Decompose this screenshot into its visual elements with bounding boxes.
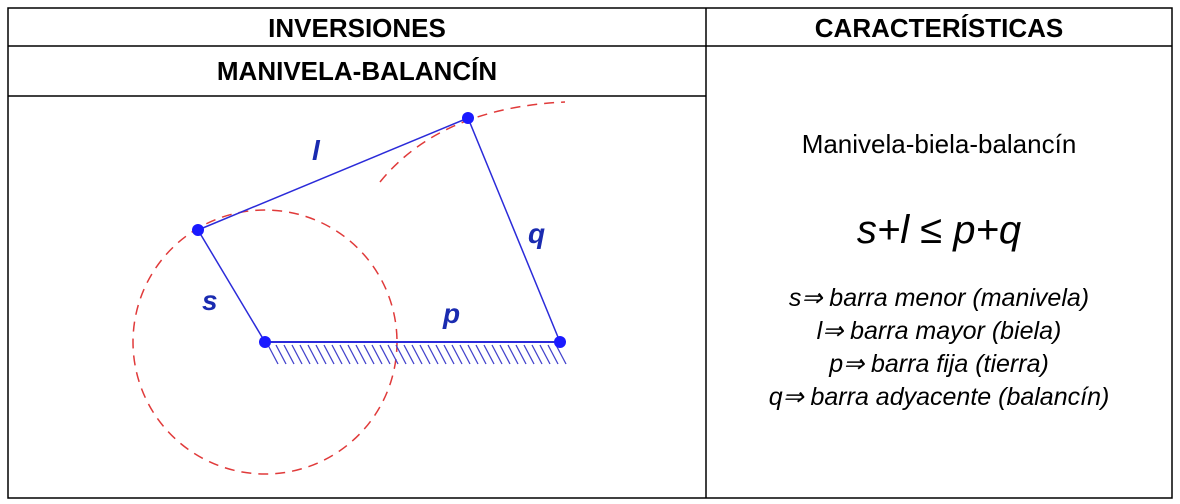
ground-hatching — [267, 344, 567, 365]
hatch-stroke — [283, 344, 295, 365]
grashof-formula: s+l ≤ p+q — [856, 208, 1022, 252]
hatch-stroke — [307, 344, 319, 365]
hatch-stroke — [435, 344, 447, 365]
hatch-stroke — [363, 344, 375, 365]
hatch-stroke — [315, 344, 327, 365]
joint-ground-left — [259, 336, 271, 348]
bar-definitions: s⇒ barra menor (manivela) l⇒ barra mayor… — [706, 282, 1172, 414]
four-bar-linkage-diagram: l q s p — [132, 101, 567, 475]
rocker-path-arc — [379, 101, 566, 183]
hatch-stroke — [347, 344, 359, 365]
hatch-stroke — [419, 344, 431, 365]
hatch-stroke — [443, 344, 455, 365]
hatch-stroke — [275, 344, 287, 365]
link-s-crank — [197, 229, 266, 343]
hatch-stroke — [547, 344, 559, 365]
definition-s: s⇒ barra menor (manivela) — [788, 284, 1090, 312]
mechanism-type: Manivela-biela-balancín — [801, 129, 1077, 159]
hatch-stroke — [531, 344, 543, 365]
hatch-stroke — [555, 344, 567, 365]
joint-ground-right — [554, 336, 566, 348]
hatch-stroke — [539, 344, 551, 365]
hatch-stroke — [459, 344, 471, 365]
hatch-stroke — [499, 344, 511, 365]
hatch-stroke — [451, 344, 463, 365]
hatch-stroke — [299, 344, 311, 365]
link-l-coupler — [197, 117, 469, 231]
hatch-stroke — [483, 344, 495, 365]
hatch-stroke — [523, 344, 535, 365]
hatch-stroke — [355, 344, 367, 365]
link-q-rocker — [467, 117, 561, 343]
hatch-stroke — [467, 344, 479, 365]
label-p: p — [442, 298, 460, 329]
hatch-stroke — [475, 344, 487, 365]
hatch-stroke — [379, 344, 391, 365]
hatch-stroke — [387, 344, 399, 365]
hatch-stroke — [323, 344, 335, 365]
header-caracteristicas: CARACTERÍSTICAS — [814, 13, 1064, 43]
hatch-stroke — [395, 344, 407, 365]
definition-l: l⇒ barra mayor (biela) — [816, 317, 1062, 345]
definition-q: q⇒ barra adyacente (balancín) — [768, 383, 1110, 411]
label-s: s — [202, 285, 218, 316]
hatch-stroke — [491, 344, 503, 365]
hatch-stroke — [427, 344, 439, 365]
label-q: q — [528, 218, 545, 249]
hatch-stroke — [371, 344, 383, 365]
hatch-stroke — [331, 344, 343, 365]
joint-crank-coupler — [192, 224, 204, 236]
definition-p: p⇒ barra fija (tierra) — [829, 350, 1049, 378]
hatch-stroke — [515, 344, 527, 365]
hatch-stroke — [403, 344, 415, 365]
hatch-stroke — [267, 344, 279, 365]
hatch-stroke — [339, 344, 351, 365]
joint-coupler-rocker — [462, 112, 474, 124]
subheader-manivela-balancin: MANIVELA-BALANCÍN — [216, 56, 498, 86]
hatch-stroke — [291, 344, 303, 365]
label-l: l — [312, 135, 321, 166]
header-inversiones: INVERSIONES — [268, 13, 446, 43]
hatch-stroke — [411, 344, 423, 365]
hatch-stroke — [507, 344, 519, 365]
